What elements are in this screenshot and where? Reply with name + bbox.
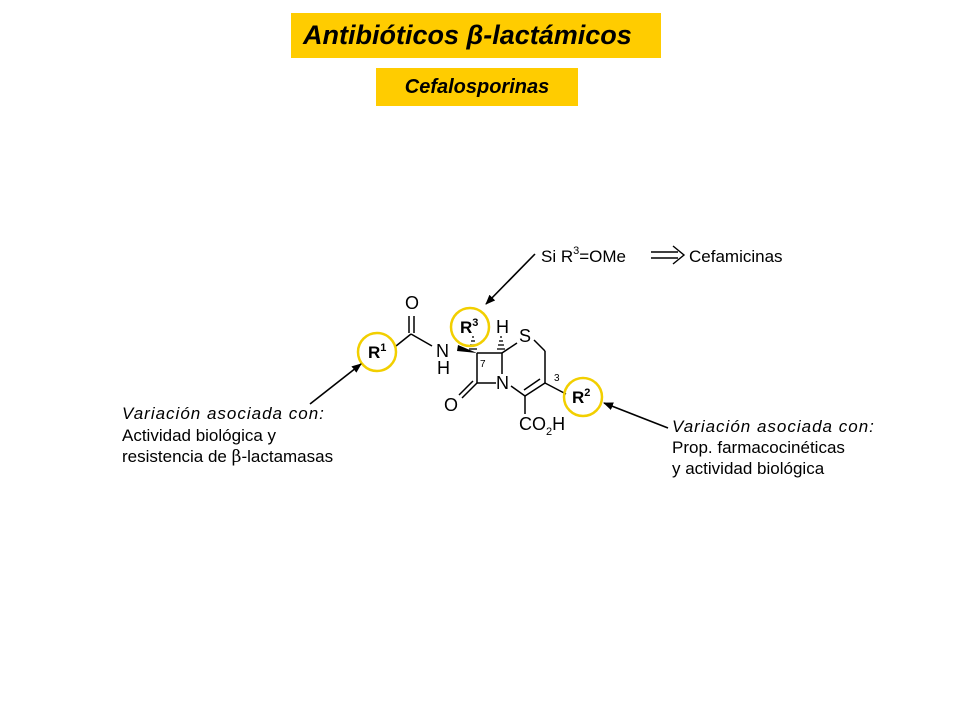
r3-group-label: R3	[460, 317, 478, 337]
ring-hydrogen: H	[496, 317, 509, 337]
cefamicina-result: Cefamicinas	[689, 247, 783, 266]
r2-note-heading: Variación asociada con:	[672, 417, 875, 436]
carboxylic-acid-label: CO2H	[519, 414, 565, 438]
r2-note-line-2: y actividad biológica	[672, 459, 825, 478]
arrow-to-r3	[485, 253, 536, 305]
r1-note-line-1: Actividad biológica y	[122, 426, 277, 445]
hash-bond-h	[497, 336, 505, 350]
carbon-nitrogen-bond	[410, 333, 433, 347]
cefamicina-condition: Si R3=OMe	[541, 245, 626, 266]
arrow-to-r2	[603, 402, 669, 429]
ring-nitrogen: N	[496, 373, 509, 393]
ring-bond-c4-n	[510, 385, 526, 397]
molecule-bonds	[395, 316, 567, 414]
r1-carbon-bond	[395, 333, 412, 347]
ring-bond-s-c2	[533, 339, 546, 352]
lactam-carbonyl-bond-2	[458, 380, 474, 396]
subtitle-banner: Cefalosporinas	[376, 68, 578, 106]
position-3-label: 3	[554, 373, 560, 384]
r2-highlight-ring	[562, 376, 604, 418]
r1-highlight-ring	[356, 331, 398, 373]
ring-bond-c6-s	[501, 342, 518, 354]
carbonyl-oxygen: O	[405, 293, 419, 313]
title-banner: Antibióticos β-lactámicos	[291, 13, 661, 58]
wedge-bond	[457, 345, 477, 353]
amide-nitrogen: N	[436, 341, 449, 361]
lactam-carbonyl-bond	[461, 382, 478, 399]
r2-note-line-1: Prop. farmacocinéticas	[672, 438, 845, 457]
page-title: Antibióticos β-lactámicos	[303, 20, 632, 50]
r1-note-heading: Variación asociada con:	[122, 404, 325, 423]
r3-highlight-ring	[449, 306, 491, 348]
r1-note-line-2: resistencia de β-lactamasas	[122, 447, 333, 467]
arrow-to-r1	[309, 363, 362, 405]
r1-group-label: R1	[368, 342, 386, 362]
implies-arrow	[651, 245, 686, 265]
ring-bond-c3-c4-double	[523, 378, 541, 391]
lactam-oxygen: O	[444, 395, 458, 415]
r2-group-label: R2	[572, 387, 590, 407]
position-7-label: 7	[480, 359, 486, 370]
ring-bond-c3-c4	[524, 382, 546, 397]
page-subtitle: Cefalosporinas	[404, 75, 550, 98]
sulfur-atom: S	[519, 326, 531, 346]
r2-bond	[544, 382, 567, 395]
amide-hydrogen: H	[437, 358, 450, 378]
